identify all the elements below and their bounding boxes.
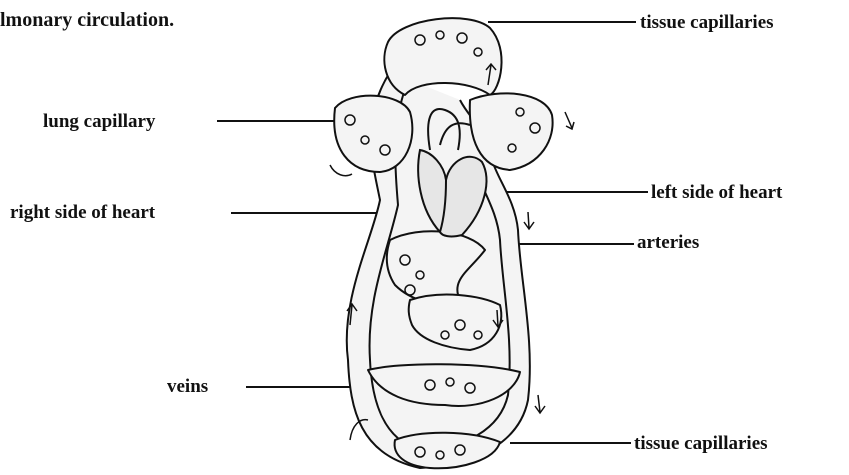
label-arteries: arteries [637, 233, 699, 252]
label-lung-capillary: lung capillary [43, 112, 155, 131]
arrow-down-lung-right [565, 112, 574, 129]
arrow-curve-lung-left [330, 165, 352, 176]
label-tissue-capillaries-bottom: tissue capillaries [634, 434, 768, 453]
lung-capillary-left-bed [334, 96, 412, 172]
arrow-down-artery-lower [535, 395, 545, 413]
label-tissue-capillaries-top: tissue capillaries [640, 13, 774, 32]
tissue-capillaries-bottom-bed [395, 433, 500, 469]
label-right-side-of-heart: right side of heart [10, 203, 155, 222]
tissue-capillaries-top-bed [384, 18, 501, 95]
label-left-side-of-heart: left side of heart [651, 183, 782, 202]
arrow-down-artery-upper [524, 212, 534, 229]
label-veins: veins [167, 377, 208, 396]
